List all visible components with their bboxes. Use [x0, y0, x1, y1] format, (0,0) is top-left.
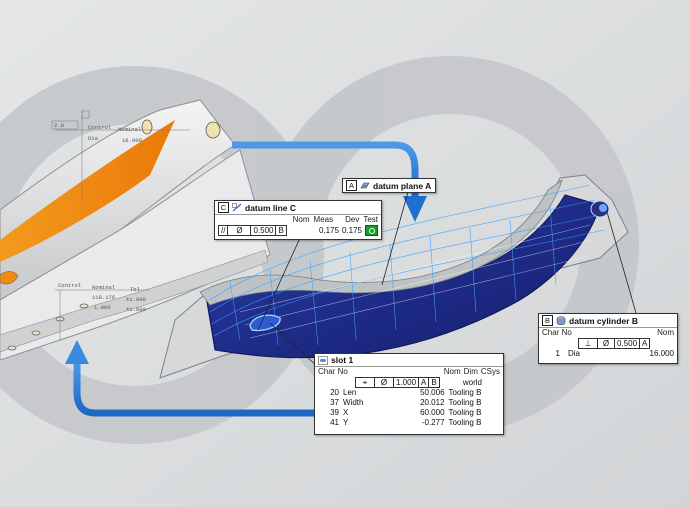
datum-line-icon — [232, 203, 242, 212]
slot-icon — [318, 355, 328, 365]
slot-panel[interactable]: slot 1 Char No Nom Dim CSys ⌖ Ø 1.000 A … — [314, 353, 504, 435]
svg-text:±1.000: ±1.000 — [126, 306, 146, 313]
col-nom: Nom — [657, 328, 674, 337]
slot-title: slot 1 — [331, 355, 354, 365]
measured-part-right — [159, 174, 629, 379]
svg-text:Tol: Tol — [130, 286, 140, 293]
svg-text:Nominal: Nominal — [92, 284, 115, 291]
col-nom: Nom — [443, 367, 461, 376]
datum-letter: A — [346, 180, 357, 191]
svg-text:Control: Control — [58, 282, 81, 289]
perpendicularity-icon: ⊥ — [579, 339, 598, 348]
col-char-no: Char No — [318, 367, 348, 376]
position-icon: ⌖ — [356, 378, 375, 387]
datum-cylinder-title: datum cylinder B — [569, 315, 638, 326]
datum-letter: B — [542, 315, 553, 326]
datum-letter: C — [218, 202, 229, 213]
col-nom: Nom — [292, 215, 310, 224]
meas-value: 0.175 — [318, 225, 339, 235]
feature-control-frame: ⊥ Ø 0.500 A — [578, 338, 651, 349]
table-row: 41 Y -0.277 Tooling B — [330, 418, 482, 427]
col-test: Test — [363, 215, 378, 224]
datum-line-panel[interactable]: C datum line C Nom Meas Dev Test // Ø 0.… — [214, 200, 382, 240]
datum-plane-icon — [360, 182, 370, 189]
datum-cylinder-panel[interactable]: B datum cylinder B Char No Nom ⊥ Ø 0.500… — [538, 313, 678, 364]
svg-text:±1.000: ±1.000 — [126, 296, 146, 303]
leader-lines — [257, 191, 637, 368]
csys-world: world — [462, 377, 482, 387]
feature-control-frame: ⌖ Ø 1.000 A B — [355, 377, 440, 388]
cylinder-icon — [556, 316, 566, 325]
svg-text:2.0: 2.0 — [54, 122, 64, 129]
svg-text:Nominal: Nominal — [118, 126, 141, 133]
table-row: 1 Dia 16.000 — [555, 349, 674, 358]
table-row: 39 X 60.000 Tooling B — [330, 408, 482, 417]
table-row: 37 Width 20.012 Tooling B — [330, 398, 482, 407]
dev-value: 0.175 — [341, 225, 362, 235]
svg-text:Dia: Dia — [88, 135, 99, 142]
table-row: 20 Len 50.006 Tooling B — [330, 388, 482, 397]
datum-line-title: datum line C — [245, 202, 297, 213]
col-char-no: Char No — [542, 328, 572, 337]
feature-control-frame: // Ø 0.500 B — [218, 225, 287, 236]
cad-part-left: 2.0 Control Nominal Dia 16.000 Control N… — [0, 99, 271, 361]
col-dev: Dev — [345, 215, 360, 224]
workflow-arrow-bottom — [65, 340, 318, 417]
svg-text:118.176: 118.176 — [92, 294, 115, 301]
workflow-arrow-top — [232, 141, 427, 222]
pass-status-icon — [365, 225, 378, 236]
svg-text:1.000: 1.000 — [94, 304, 111, 311]
datum-plane-label[interactable]: A datum plane A — [342, 178, 436, 193]
parallelism-icon: // — [219, 226, 229, 235]
datum-plane-title: datum plane A — [373, 180, 432, 191]
svg-text:Control: Control — [88, 124, 111, 131]
col-csys: CSys — [480, 367, 500, 376]
col-dim: Dim — [463, 367, 478, 376]
svg-text:16.000: 16.000 — [122, 137, 142, 144]
col-meas: Meas — [313, 215, 334, 224]
